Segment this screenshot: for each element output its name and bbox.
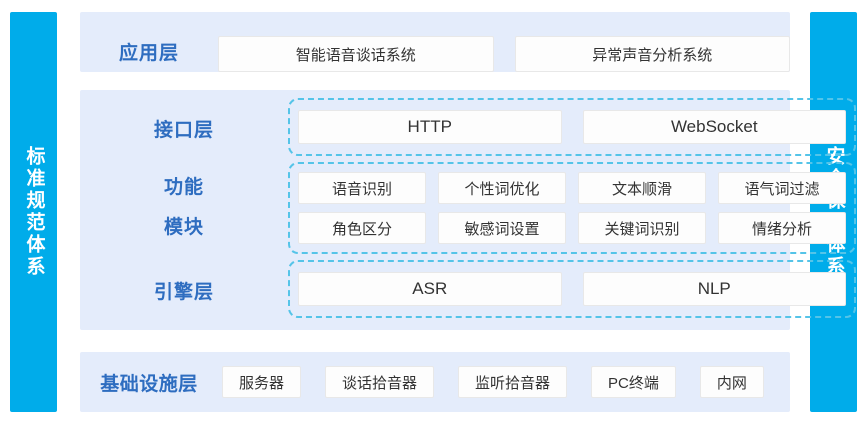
module-item-keyword-recognition[interactable]: 关键词识别 — [578, 212, 706, 244]
engine-item-asr[interactable]: ASR — [298, 272, 562, 306]
module-item-personalized-word-optimization[interactable]: 个性词优化 — [438, 172, 566, 204]
interface-item-websocket[interactable]: WebSocket — [582, 110, 846, 144]
engine-layer-items: ASR NLP — [298, 260, 846, 318]
infrastructure-layer-items: 服务器 谈话拾音器 监听拾音器 PC终端 内网 — [218, 366, 790, 398]
infrastructure-layer-panel: 基础设施层 服务器 谈话拾音器 监听拾音器 PC终端 内网 — [80, 352, 790, 412]
core-layers-panel: 接口层 功能 模块 引擎层 HTTP WebSocket 语音识别 个性词优化 … — [80, 90, 856, 330]
application-layer-items: 智能语音谈话系统 异常声音分析系统 — [218, 36, 790, 72]
interface-layer-row: HTTP WebSocket — [80, 98, 846, 156]
engine-item-nlp[interactable]: NLP — [582, 272, 846, 306]
infrastructure-item-interview-microphone[interactable]: 谈话拾音器 — [325, 366, 435, 398]
engine-layer-row: ASR NLP — [80, 260, 846, 318]
module-item-modal-particle-filtering[interactable]: 语气词过滤 — [718, 172, 846, 204]
module-item-emotion-analysis[interactable]: 情绪分析 — [718, 212, 846, 244]
interface-layer-dashed-container — [288, 98, 856, 156]
infrastructure-item-pc-terminal[interactable]: PC终端 — [591, 366, 676, 398]
infrastructure-item-monitoring-microphone[interactable]: 监听拾音器 — [458, 366, 568, 398]
module-item-speech-recognition[interactable]: 语音识别 — [298, 172, 426, 204]
function-module-label-line1: 功能 — [163, 177, 204, 198]
function-module-grid: 语音识别 个性词优化 文本顺滑 语气词过滤 角色区分 敏感词设置 关键词识别 情… — [298, 162, 846, 254]
core-layer-labels: 接口层 功能 模块 引擎层 — [80, 90, 288, 330]
infrastructure-item-server[interactable]: 服务器 — [222, 366, 302, 398]
module-item-speaker-diarization[interactable]: 角色区分 — [298, 212, 426, 244]
function-module-row-2: 角色区分 敏感词设置 关键词识别 情绪分析 — [298, 212, 846, 244]
engine-layer-dashed-container — [288, 260, 856, 318]
application-layer-panel: 应用层 智能语音谈话系统 异常声音分析系统 — [80, 12, 790, 72]
interface-layer-items: HTTP WebSocket — [298, 98, 846, 156]
function-module-label-line2: 模块 — [163, 217, 204, 238]
application-layer-label: 应用层 — [118, 43, 179, 65]
infrastructure-layer-row: 基础设施层 服务器 谈话拾音器 监听拾音器 PC终端 内网 — [80, 364, 790, 400]
sidebar-standards-label: 标准规范体系 — [23, 146, 45, 278]
function-module-dashed-container — [288, 162, 856, 254]
application-item-intelligent-voice-interview-system[interactable]: 智能语音谈话系统 — [218, 36, 494, 72]
module-item-text-smoothing[interactable]: 文本顺滑 — [578, 172, 706, 204]
interface-layer-label: 接口层 — [153, 120, 214, 141]
infrastructure-item-intranet[interactable]: 内网 — [699, 366, 764, 398]
interface-item-http[interactable]: HTTP — [298, 110, 562, 144]
function-module-row-1: 语音识别 个性词优化 文本顺滑 语气词过滤 — [298, 172, 846, 204]
infrastructure-layer-label: 基础设施层 — [100, 373, 198, 395]
module-item-sensitive-word-settings[interactable]: 敏感词设置 — [438, 212, 566, 244]
application-layer-row: 应用层 智能语音谈话系统 异常声音分析系统 — [80, 30, 790, 78]
sidebar-standards-system: 标准规范体系 — [10, 12, 57, 412]
engine-layer-label: 引擎层 — [153, 282, 214, 303]
application-item-abnormal-sound-analysis-system[interactable]: 异常声音分析系统 — [514, 36, 790, 72]
